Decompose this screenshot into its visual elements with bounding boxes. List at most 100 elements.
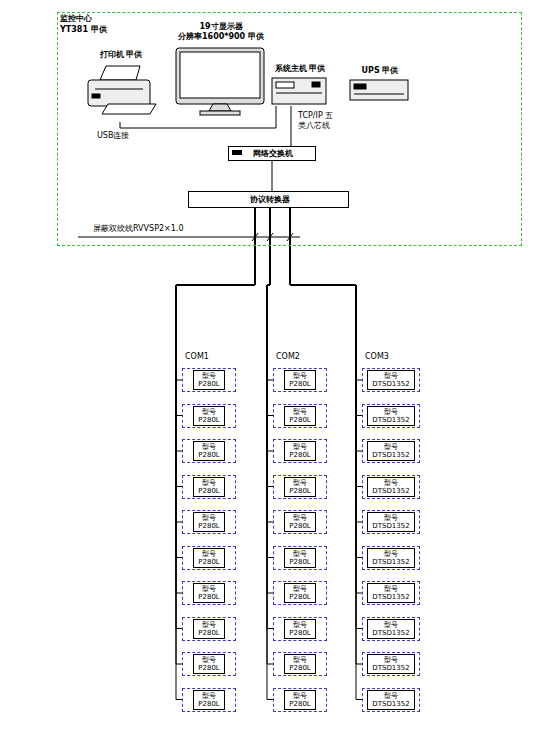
meter-node: 型号DTSD1352 [362, 475, 420, 499]
port-label: COM3 [364, 352, 390, 362]
meter-inner-box: 型号P280L [193, 548, 224, 568]
meter-node: 型号DTSD1352 [362, 404, 420, 428]
meter-text: P280L [198, 487, 219, 495]
meter-text: 型号 [289, 408, 310, 416]
meter-inner-box: 型号P280L [284, 512, 315, 532]
meter-text: 型号 [198, 550, 219, 558]
meter-inner-box: 型号DTSD1352 [367, 583, 414, 603]
edge-label: USB连接 [96, 131, 130, 141]
meter-inner-box: 型号P280L [193, 441, 224, 461]
meter-inner-box: 型号P280L [193, 583, 224, 603]
meter-text: 型号 [372, 585, 409, 593]
monitor-stand [209, 104, 231, 111]
cable-line [78, 237, 300, 238]
meter-text: P280L [289, 522, 310, 530]
meter-text: DTSD1352 [372, 629, 409, 637]
node-text: YT381 甲供 [58, 24, 521, 35]
meter-text: DTSD1352 [372, 558, 409, 566]
meter-text: 型号 [289, 514, 310, 522]
meter-node: 型号P280L [273, 688, 327, 712]
meter-text: P280L [289, 487, 310, 495]
wire-connector [176, 208, 255, 629]
node-text: 系统主机 甲供 [273, 64, 326, 74]
meter-text: 型号 [289, 479, 310, 487]
host-case [272, 78, 326, 104]
meter-node: 型号P280L [273, 581, 327, 605]
meter-text: 型号 [198, 443, 219, 451]
meter-text: 型号 [198, 692, 219, 700]
meter-text: 型号 [198, 621, 219, 629]
node-text: 监控中心 [58, 13, 521, 24]
meter-node: 型号P280L [273, 652, 327, 676]
meter-node: 型号DTSD1352 [362, 439, 420, 463]
meter-inner-box: 型号DTSD1352 [367, 690, 414, 710]
meter-inner-box: 型号DTSD1352 [367, 406, 414, 426]
meter-text: 型号 [289, 585, 310, 593]
node-text: UPS 甲供 [360, 66, 399, 76]
meter-text: 型号 [289, 443, 310, 451]
node-text: 网络交换机 [251, 149, 293, 159]
monitor-base [200, 111, 240, 115]
meter-text: P280L [289, 700, 310, 708]
meter-text: P280L [198, 451, 219, 459]
edge-label: TCP/IP 五类八芯线 [297, 111, 341, 131]
meter-node: 型号P280L [273, 404, 327, 428]
meter-inner-box: 型号DTSD1352 [367, 512, 414, 532]
meter-text: DTSD1352 [372, 487, 409, 495]
meter-node: 型号P280L [182, 652, 236, 676]
printer-slot [95, 89, 143, 90]
meter-text: P280L [289, 664, 310, 672]
meter-inner-box: 型号DTSD1352 [367, 654, 414, 674]
meter-inner-box: 型号P280L [284, 477, 315, 497]
ups-line [354, 94, 404, 95]
meter-node: 型号P280L [273, 439, 327, 463]
meter-node: 型号P280L [182, 368, 236, 392]
meter-node: 型号DTSD1352 [362, 617, 420, 641]
meter-text: P280L [198, 558, 219, 566]
meter-text: P280L [198, 380, 219, 388]
wire-connector [290, 208, 362, 593]
meter-inner-box: 型号P280L [193, 512, 224, 532]
host-drive [276, 82, 294, 88]
meter-text: 型号 [198, 479, 219, 487]
meter-node: 型号P280L [182, 546, 236, 570]
wire-connector [176, 208, 255, 558]
meter-text: 型号 [289, 372, 310, 380]
meter-inner-box: 型号P280L [284, 441, 315, 461]
meter-node: 型号P280L [182, 475, 236, 499]
meter-node: 型号P280L [273, 510, 327, 534]
wire-connector [291, 106, 292, 146]
meter-text: DTSD1352 [372, 593, 409, 601]
meter-node: 型号DTSD1352 [362, 581, 420, 605]
wire-connector [120, 106, 276, 128]
meter-text: 型号 [372, 621, 409, 629]
meter-text: DTSD1352 [372, 664, 409, 672]
meter-text: DTSD1352 [372, 522, 409, 530]
meter-text: 型号 [289, 692, 310, 700]
printer-paper [100, 66, 140, 80]
device-node: 系统主机 甲供 [266, 64, 332, 106]
meter-text: DTSD1352 [372, 416, 409, 424]
meter-inner-box: 型号DTSD1352 [367, 441, 414, 461]
node-text: 19寸显示器 [197, 22, 242, 32]
meter-text: 型号 [372, 656, 409, 664]
port-label: COM1 [184, 352, 210, 362]
device-node: UPS 甲供 [345, 66, 413, 104]
meter-text: 型号 [372, 692, 409, 700]
meter-text: P280L [289, 451, 310, 459]
meter-text: 型号 [198, 656, 219, 664]
meter-node: 型号P280L [182, 510, 236, 534]
meter-node: 型号DTSD1352 [362, 368, 420, 392]
meter-text: P280L [198, 593, 219, 601]
meter-text: P280L [289, 629, 310, 637]
host-line [276, 93, 322, 94]
meter-text: P280L [198, 664, 219, 672]
meter-text: P280L [198, 416, 219, 424]
port-label: COM2 [275, 352, 301, 362]
meter-text: 型号 [289, 621, 310, 629]
port-indicator [232, 150, 242, 155]
meter-text: 型号 [372, 372, 409, 380]
meter-node: 型号P280L [273, 368, 327, 392]
meter-text: P280L [289, 593, 310, 601]
meter-text: 型号 [289, 656, 310, 664]
